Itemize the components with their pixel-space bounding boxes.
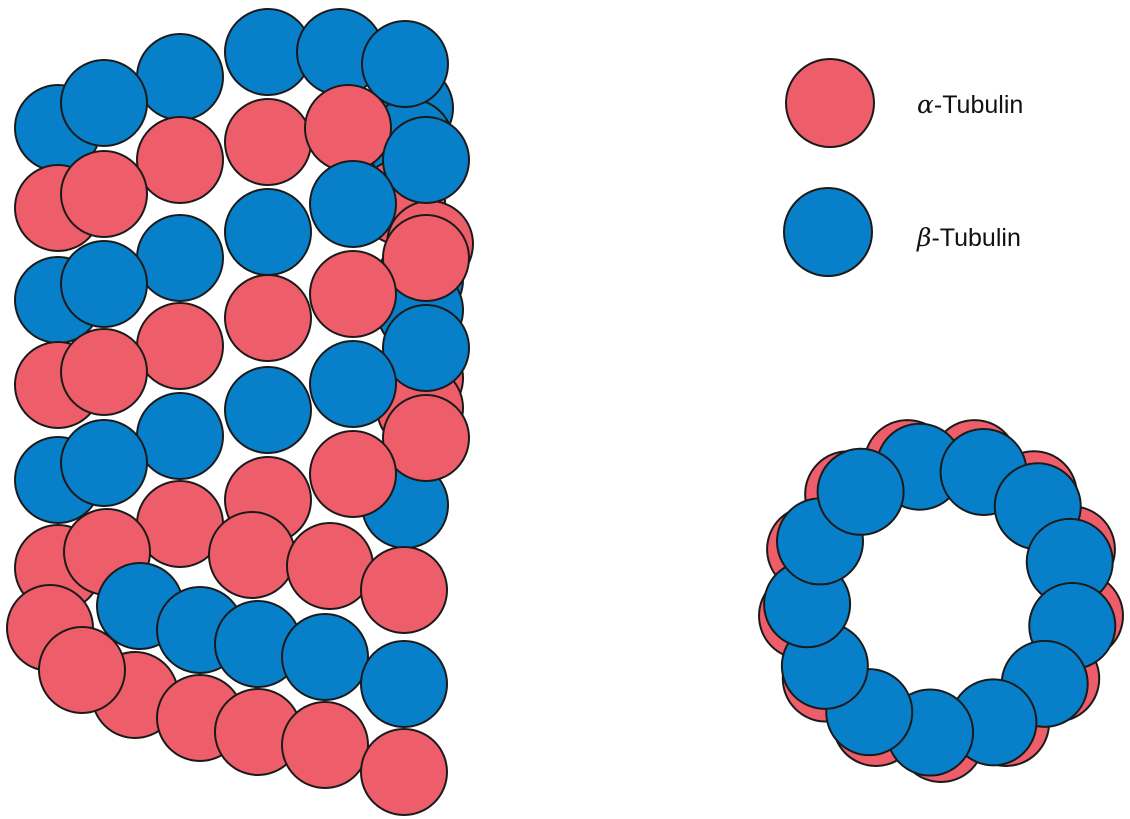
alpha-tubulin-subunit — [310, 251, 396, 337]
alpha-tubulin-subunit — [137, 117, 223, 203]
legend-beta-symbol: β — [916, 223, 931, 252]
alpha-tubulin-subunit — [137, 303, 223, 389]
microtubule-side-view — [7, 9, 473, 815]
beta-tubulin-subunit — [137, 215, 223, 301]
beta-tubulin-subunit — [225, 189, 311, 275]
alpha-tubulin-subunit — [287, 523, 373, 609]
legend-beta-entry: β-Tubulin — [916, 223, 1021, 252]
beta-tubulin-subunit — [361, 641, 447, 727]
legend-beta-marker — [784, 188, 872, 276]
alpha-tubulin-subunit — [225, 275, 311, 361]
beta-tubulin-subunit — [310, 341, 396, 427]
legend: α-Tubulin β-Tubulin — [784, 59, 1023, 276]
legend-alpha-symbol: α — [917, 90, 934, 119]
alpha-tubulin-subunit — [209, 512, 295, 598]
alpha-tubulin-subunit — [361, 729, 447, 815]
beta-tubulin-subunit — [225, 367, 311, 453]
legend-alpha-entry: α-Tubulin — [917, 90, 1023, 119]
beta-tubulin-subunit — [818, 449, 904, 535]
alpha-tubulin-subunit — [361, 547, 447, 633]
legend-alpha-label: -Tubulin — [934, 91, 1023, 119]
legend-beta-label: -Tubulin — [931, 224, 1020, 252]
legend-alpha-marker — [786, 59, 874, 147]
beta-tubulin-subunit — [383, 117, 469, 203]
alpha-tubulin-subunit — [310, 431, 396, 517]
alpha-tubulin-subunit — [305, 85, 391, 171]
alpha-tubulin-subunit — [61, 329, 147, 415]
beta-tubulin-subunit — [61, 241, 147, 327]
beta-tubulin-subunit — [61, 420, 147, 506]
beta-tubulin-subunit — [137, 34, 223, 120]
alpha-tubulin-subunit — [39, 627, 125, 713]
alpha-tubulin-subunit — [282, 702, 368, 788]
beta-tubulin-subunit — [282, 614, 368, 700]
beta-tubulin-subunit — [310, 161, 396, 247]
microtubule-cross-section — [759, 420, 1123, 782]
beta-tubulin-subunit — [137, 393, 223, 479]
alpha-tubulin-subunit — [225, 99, 311, 185]
alpha-tubulin-subunit — [61, 151, 147, 237]
beta-tubulin-subunit — [61, 60, 147, 146]
